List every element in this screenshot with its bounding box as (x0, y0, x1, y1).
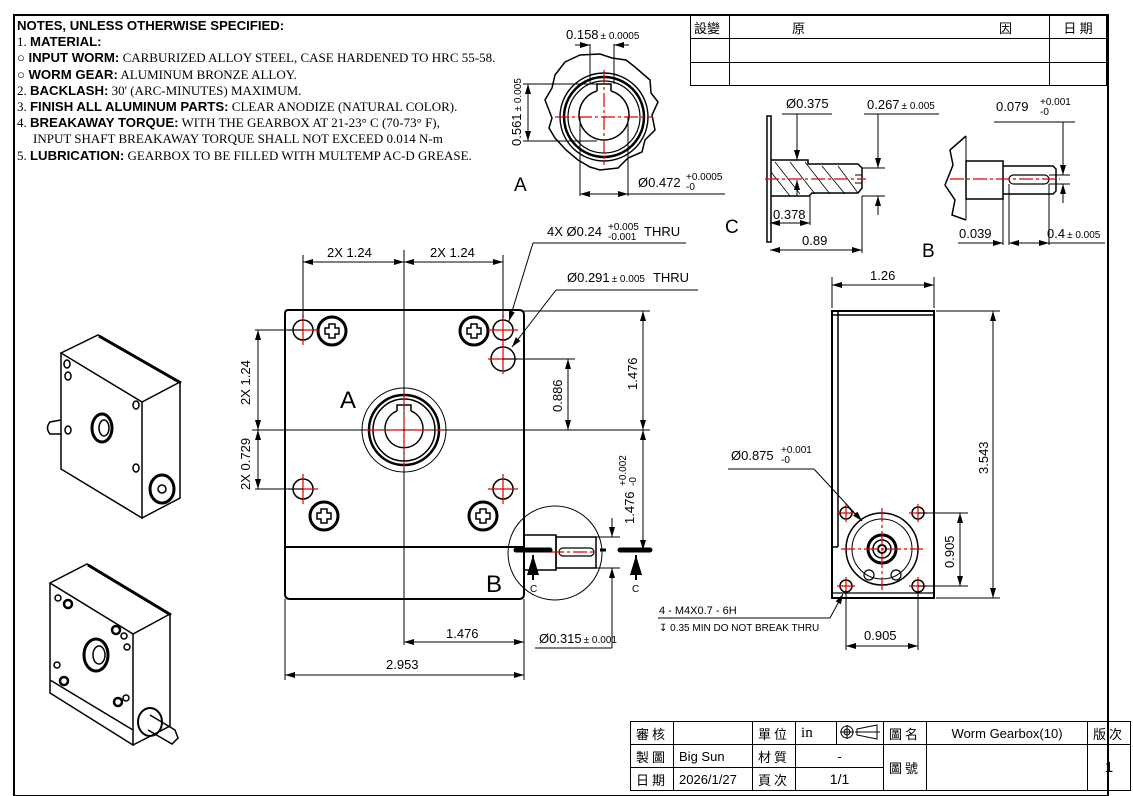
dim-shaft-dia: Ø0.315± 0.001 (539, 631, 617, 646)
page-label: 頁次 (752, 767, 797, 791)
dim-886: 0.886 (550, 379, 565, 412)
number-label: 圖號 (883, 744, 928, 791)
dim-keyway-depth: 0.561± 0.005 (509, 78, 524, 146)
note-line: 5. LUBRICATION: GEARBOX TO BE FILLED WIT… (17, 147, 472, 163)
front-view (252, 242, 698, 680)
note-line: ○ INPUT WORM: CARBURIZED ALLOY STEEL, CA… (17, 50, 496, 66)
third-angle-projection-icon (840, 723, 881, 740)
thread-callout: 4 - M4X0.7 - 6H (659, 605, 737, 617)
notes-block: NOTES, UNLESS OTHERWISE SPECIFIED: 1. MA… (17, 18, 495, 164)
rev-row (690, 61, 1107, 87)
rev-header-reason: 原因 (729, 14, 1050, 40)
dim-key-width: 0.158± 0.0005 (566, 27, 640, 42)
note-line: 1. MATERIAL: (17, 34, 102, 50)
dim-side-v905: 0.905 (942, 535, 957, 568)
dim-bore-a-tol-plus: +0.0005 (686, 172, 723, 183)
section-mark-c-left: C (530, 584, 537, 595)
dim-1476-lower-tol-minus: -0 (628, 477, 639, 486)
isometric-view-rear (46, 334, 182, 520)
dim-length-c: 0.89 (802, 233, 827, 248)
rev-value: 1 (1087, 744, 1132, 791)
dim-left-upper: 2X 1.24 (238, 360, 253, 405)
check-label: 審核 (629, 721, 675, 745)
rev-row (690, 38, 1107, 63)
dim-top-left: 2X 1.24 (327, 245, 372, 260)
material-label: 材質 (752, 744, 797, 768)
dim-side-bore-tol-plus: +0.001 (781, 445, 812, 456)
rev-header-change: 設變 (690, 14, 730, 40)
note-line: 2. BACKLASH: 30' (ARC-MINUTES) MAXIMUM. (17, 82, 302, 98)
projection-symbol (836, 721, 885, 745)
title-block: 審核 單位 in 圖名 Worm Gearbox(10) 版次 製圖 Big S… (629, 721, 1132, 791)
note-line: INPUT SHAFT BREAKAWAY TORQUE SHALL NOT E… (33, 131, 443, 147)
dim-holes-4x-tol-minus: -0.001 (608, 232, 637, 243)
dim-side-width: 1.26 (870, 268, 895, 283)
dim-side-bore: Ø0.875 (731, 448, 774, 463)
screw-group (308, 315, 499, 532)
front-label-a: A (340, 387, 356, 414)
section-c-label: C (725, 217, 739, 238)
dim-key-b-tol-plus: +0.001 (1040, 97, 1071, 108)
notes-heading: NOTES, UNLESS OTHERWISE SPECIFIED: (17, 18, 285, 33)
name-value: Worm Gearbox(10) (926, 721, 1089, 745)
dim-shaft-dia-c: Ø0.375 (786, 96, 829, 111)
unit-value: in (795, 721, 838, 745)
material-value: - (795, 744, 885, 768)
revision-table: 設變 原因 日 期 (690, 14, 1107, 87)
section-mark-c-right: C (632, 584, 639, 595)
dim-side-height: 3.543 (976, 441, 991, 474)
dim-key-width-b: 0.079 (996, 99, 1029, 114)
dim-side-bore-tol-minus: -0 (781, 455, 790, 466)
dim-1476-lower-tol-plus: +0.002 (618, 455, 629, 486)
detail-a-label: A (514, 175, 527, 196)
dim-bottom-half: 1.476 (446, 626, 479, 641)
dim-bore-a-tol-minus: -0 (686, 182, 695, 193)
dim-holes-4x-tol-plus: +0.005 (608, 222, 639, 233)
dim-holes-4x-suffix: THRU (644, 224, 680, 239)
isometric-view-front (48, 563, 179, 747)
drawn-value: Big Sun (673, 744, 754, 768)
front-label-b: B (486, 571, 502, 598)
detail-a-view (523, 42, 725, 197)
note-line: 3. FINISH ALL ALUMINUM PARTS: CLEAR ANOD… (17, 99, 458, 115)
dim-holes-4x: 4X Ø0.24 (547, 224, 602, 239)
drawn-label: 製圖 (629, 744, 675, 768)
date-value: 2026/1/27 (673, 767, 754, 791)
date-label: 日期 (629, 767, 675, 791)
dim-bottom-total: 2.953 (386, 657, 419, 672)
number-value (926, 744, 1089, 791)
name-label: 圖名 (883, 721, 928, 745)
dim-top-right: 2X 1.24 (430, 245, 475, 260)
rev-label: 版次 (1087, 721, 1132, 745)
dim-left-lower: 2X 0.729 (238, 438, 253, 490)
check-value (673, 721, 754, 745)
page-value: 1/1 (795, 767, 885, 791)
dim-offset-b: 0.039 (959, 226, 992, 241)
rev-header-date: 日 期 (1049, 14, 1107, 40)
sheet-border (13, 14, 1109, 796)
dim-side-h905: 0.905 (864, 628, 897, 643)
note-line: ○ WORM GEAR: ALUMINUM BRONZE ALLOY. (17, 66, 297, 82)
detail-b-view (944, 121, 1105, 246)
section-c-view (765, 113, 939, 253)
dim-key-b-tol-minus: -0 (1040, 107, 1049, 118)
dim-1476-lower: 1.476 (622, 491, 637, 524)
thread-depth-note: ↧ 0.35 MIN DO NOT BREAK THRU (659, 623, 819, 634)
dim-bore-a: Ø0.472 (638, 175, 681, 190)
note-line: 4. BREAKAWAY TORQUE: WITH THE GEARBOX AT… (17, 115, 440, 131)
dim-1476-top: 1.476 (625, 357, 640, 390)
detail-b-label: B (922, 241, 935, 262)
dim-flat-c: 0.267± 0.005 (867, 97, 935, 112)
unit-label: 單位 (752, 721, 797, 745)
dim-key-len-b: 0.4± 0.005 (1047, 226, 1101, 241)
dim-shoulder-c: 0.378 (773, 207, 806, 222)
side-view (658, 277, 1000, 650)
